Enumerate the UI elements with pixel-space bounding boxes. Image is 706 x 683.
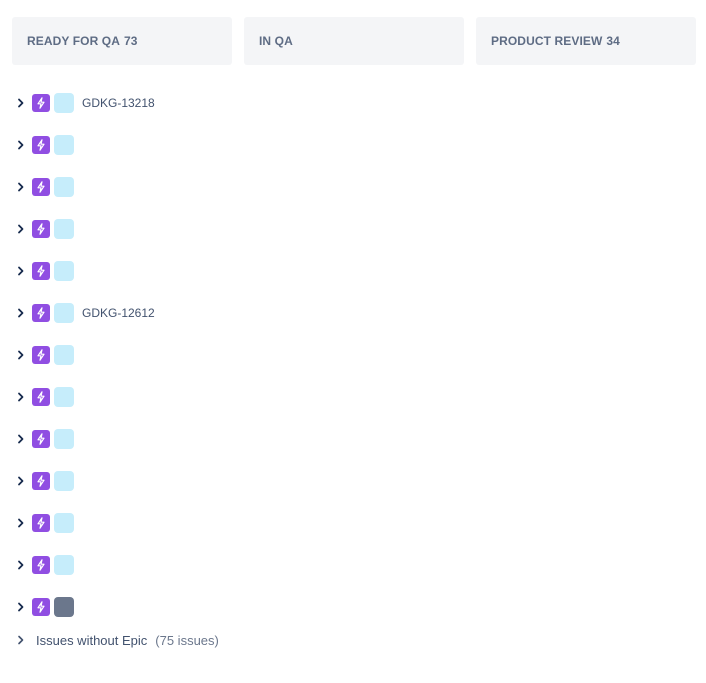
epic-row[interactable] xyxy=(14,460,414,502)
epic-row[interactable] xyxy=(14,166,414,208)
epic-color-badge xyxy=(54,513,74,533)
epic-color-badge xyxy=(54,135,74,155)
chevron-right-icon[interactable] xyxy=(14,96,28,110)
epic-row[interactable]: GDKG-13218 xyxy=(14,82,414,124)
epic-row[interactable]: GDKG-12612 xyxy=(14,292,414,334)
column-title: PRODUCT REVIEW xyxy=(491,34,603,48)
epic-color-badge xyxy=(54,93,74,113)
column-count: 34 xyxy=(606,34,620,48)
chevron-right-icon[interactable] xyxy=(14,633,28,647)
lightning-icon xyxy=(32,304,50,322)
issues-without-epic-label: Issues without Epic xyxy=(36,632,148,648)
column-header-product-review[interactable]: PRODUCT REVIEW 34 xyxy=(476,17,696,65)
lightning-icon xyxy=(32,598,50,616)
column-title: READY FOR QA xyxy=(27,34,120,48)
epic-color-badge xyxy=(54,429,74,449)
epic-color-badge xyxy=(54,303,74,323)
epic-color-badge xyxy=(54,177,74,197)
lightning-icon xyxy=(32,94,50,112)
epic-color-badge xyxy=(54,555,74,575)
chevron-right-icon[interactable] xyxy=(14,558,28,572)
chevron-right-icon[interactable] xyxy=(14,306,28,320)
lightning-icon xyxy=(32,346,50,364)
lightning-icon xyxy=(32,136,50,154)
lightning-icon xyxy=(32,556,50,574)
chevron-right-icon[interactable] xyxy=(14,264,28,278)
epic-row[interactable] xyxy=(14,376,414,418)
epic-row[interactable] xyxy=(14,544,414,586)
column-header-in-qa[interactable]: IN QA xyxy=(244,17,464,65)
epic-row[interactable] xyxy=(14,250,414,292)
column-count: 73 xyxy=(124,34,138,48)
lightning-icon xyxy=(32,472,50,490)
issue-key[interactable]: GDKG-12612 xyxy=(82,306,155,320)
lightning-icon xyxy=(32,514,50,532)
lightning-icon xyxy=(32,178,50,196)
epic-row[interactable] xyxy=(14,502,414,544)
epic-row[interactable] xyxy=(14,208,414,250)
lightning-icon xyxy=(32,388,50,406)
epic-color-badge xyxy=(54,345,74,365)
column-title: IN QA xyxy=(259,34,293,48)
epic-row[interactable] xyxy=(14,586,414,628)
epic-row[interactable] xyxy=(14,124,414,166)
chevron-right-icon[interactable] xyxy=(14,138,28,152)
epic-color-badge xyxy=(54,471,74,491)
chevron-right-icon[interactable] xyxy=(14,390,28,404)
chevron-right-icon[interactable] xyxy=(14,222,28,236)
chevron-right-icon[interactable] xyxy=(14,600,28,614)
lightning-icon xyxy=(32,220,50,238)
epic-color-badge xyxy=(54,597,74,617)
epic-row[interactable] xyxy=(14,418,414,460)
lightning-icon xyxy=(32,262,50,280)
epic-color-badge xyxy=(54,261,74,281)
epic-row[interactable] xyxy=(14,334,414,376)
lightning-icon xyxy=(32,430,50,448)
chevron-right-icon[interactable] xyxy=(14,474,28,488)
chevron-right-icon[interactable] xyxy=(14,516,28,530)
epic-color-badge xyxy=(54,219,74,239)
chevron-right-icon[interactable] xyxy=(14,348,28,362)
issue-key[interactable]: GDKG-13218 xyxy=(82,96,155,110)
chevron-right-icon[interactable] xyxy=(14,432,28,446)
epic-color-badge xyxy=(54,387,74,407)
chevron-right-icon[interactable] xyxy=(14,180,28,194)
issues-without-epic-count: (75 issues) xyxy=(155,632,219,648)
column-header-ready-for-qa[interactable]: READY FOR QA 73 xyxy=(12,17,232,65)
board-columns: READY FOR QA 73 IN QA PRODUCT REVIEW 34 xyxy=(12,17,696,65)
issues-without-epic-row[interactable]: Issues without Epic (75 issues) xyxy=(14,628,219,652)
